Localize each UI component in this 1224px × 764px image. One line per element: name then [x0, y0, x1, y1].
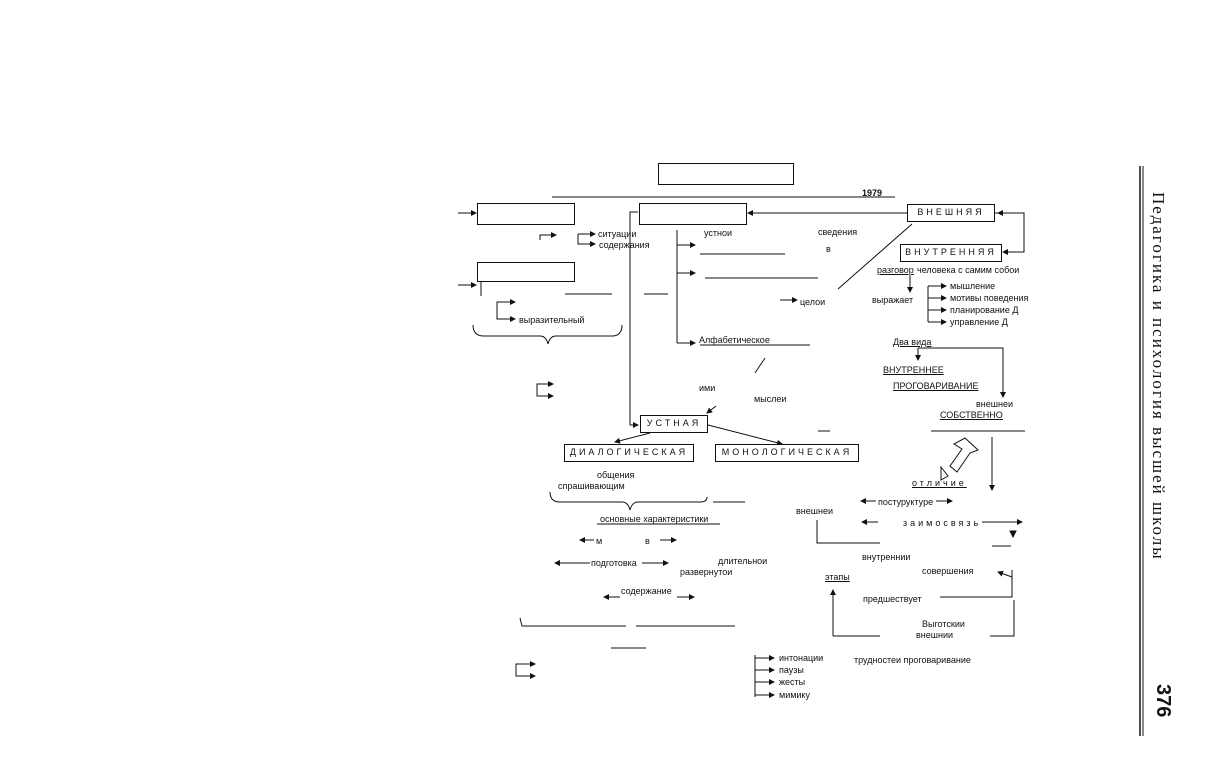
vyrazitelnyi-label: выразительный: [519, 315, 585, 325]
m-label: м: [596, 536, 603, 546]
podgotovka-label: подготовка: [591, 558, 637, 568]
vygotskii-label: Выготскии: [922, 619, 965, 629]
imi-label: ими: [699, 383, 716, 393]
box-vnutrennyaya: ВНУТРЕННЯЯ: [900, 244, 1002, 262]
otlichie-label: отличие: [912, 478, 967, 488]
mysley-label: мыслеи: [754, 394, 787, 404]
bottom-item-1: интонации: [779, 653, 824, 663]
side-title: Педагогика и психология высшей школы: [1149, 192, 1168, 561]
ustnoi-label: устнои: [704, 228, 733, 238]
vneshnei-label: внешнеи: [976, 399, 1013, 409]
etapy-label: этапы: [825, 572, 850, 582]
box-ustnaya: УСТНАЯ: [640, 415, 708, 433]
empty-box-left-2: [477, 262, 575, 282]
celoi-label: целои: [800, 297, 826, 307]
razgovor-rest-label: человека с самим собои: [917, 265, 1020, 275]
right-item-1: мышление: [950, 281, 996, 291]
sobstvenno-label: СОБСТВЕННО: [940, 410, 1003, 420]
dva-vida-label: Два вида: [893, 337, 932, 347]
obscheniya-label: общения: [597, 470, 635, 480]
box-dialog: ДИАЛОГИЧЕСКАЯ: [564, 444, 694, 462]
svedeniya-label: сведения: [818, 227, 858, 237]
alfabet-label: Алфабетическое: [699, 335, 770, 345]
soversheniya-label: совершения: [922, 566, 974, 576]
empty-box-center: [639, 203, 747, 225]
predshestvuet-label: предшествует: [863, 594, 922, 604]
po-strukture-label: постуруктуре: [878, 497, 934, 507]
right-item-4: управление Д: [950, 317, 1008, 327]
right-item-3: планирование Д: [950, 305, 1019, 315]
soderzhaniya-label: содержания: [599, 240, 650, 250]
bottom-item-3: жесты: [779, 677, 806, 687]
sprashivayuschim-label: спрашивающим: [558, 481, 625, 491]
empty-box-left-1: [477, 203, 575, 225]
vnutrennee-label: ВНУТРЕННЕЕ: [883, 365, 944, 375]
osn-harakteristiki-label: основные характеристики: [600, 514, 709, 524]
vnutrennii-label: внутреннии: [862, 552, 911, 562]
dlitelnoi-label: длительнои: [718, 556, 768, 566]
situacii-label: ситуации: [598, 229, 637, 239]
bottom-item-4: мимику: [779, 690, 810, 700]
bottom-item-2: паузы: [779, 665, 804, 675]
title-box: [658, 163, 794, 185]
v-dialog-label: в: [645, 536, 650, 546]
progovarivanie-label: ПРОГОВАРИВАНИЕ: [893, 381, 979, 391]
vyrazhaet-label: выражает: [872, 295, 914, 305]
page-number: 376: [1152, 684, 1174, 718]
soderzhanie-label: содержание: [621, 586, 672, 596]
box-monolog: МОНОЛОГИЧЕСКАЯ: [715, 444, 859, 462]
year-label: 1979: [862, 188, 883, 198]
trudnosti-label: трудностеи проговаривание: [854, 655, 971, 665]
vneshnii-label: внешнии: [916, 630, 954, 640]
razvernutoi-label: развернутои: [680, 567, 733, 577]
box-vneshnyaya: ВНЕШНЯЯ: [907, 204, 995, 222]
v-label: в: [826, 244, 831, 254]
vzaimosvyaz-label: заимосвязь: [903, 518, 982, 528]
right-item-2: мотивы поведения: [950, 293, 1029, 303]
vneshnei-2-label: внешнеи: [796, 506, 833, 516]
razgovor-label: разговор: [877, 265, 914, 275]
